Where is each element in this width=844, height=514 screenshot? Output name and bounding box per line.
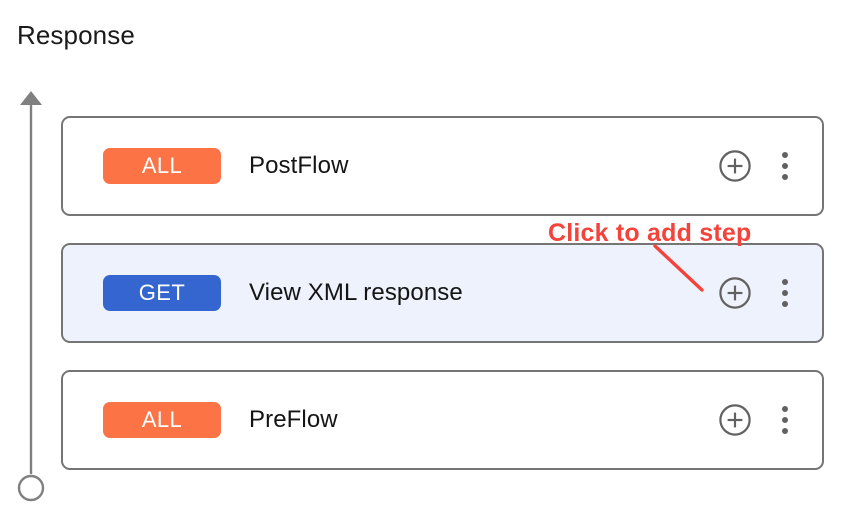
- axis-arrowhead-icon: [20, 91, 42, 105]
- flow-row-preflow[interactable]: ALL PreFlow: [61, 370, 824, 470]
- kebab-menu-icon[interactable]: [770, 276, 800, 310]
- kebab-dot: [782, 406, 788, 412]
- plus-circle-icon[interactable]: [718, 149, 752, 183]
- kebab-dot: [782, 279, 788, 285]
- kebab-dot: [782, 428, 788, 434]
- kebab-dot: [782, 163, 788, 169]
- axis-start-circle-icon: [17, 474, 45, 502]
- annotation-label: Click to add step: [548, 219, 752, 247]
- row-actions-preflow: [718, 403, 800, 437]
- row-actions-postflow: [718, 149, 800, 183]
- flow-row-label-view-xml-response: View XML response: [249, 279, 463, 306]
- kebab-dot: [782, 290, 788, 296]
- method-badge-get: GET: [103, 275, 221, 311]
- kebab-menu-icon[interactable]: [770, 403, 800, 437]
- plus-circle-icon[interactable]: [718, 276, 752, 310]
- kebab-dot: [782, 417, 788, 423]
- kebab-dot: [782, 301, 788, 307]
- row-actions-view-xml-response: [718, 276, 800, 310]
- flow-row-view-xml-response[interactable]: GET View XML response: [61, 243, 824, 343]
- flow-row-label-preflow: PreFlow: [249, 406, 338, 433]
- method-badge-all: ALL: [103, 148, 221, 184]
- page-title: Response: [17, 20, 135, 50]
- kebab-menu-icon[interactable]: [770, 149, 800, 183]
- flow-row-postflow[interactable]: ALL PostFlow: [61, 116, 824, 216]
- kebab-dot: [782, 152, 788, 158]
- flow-rows-list: ALL PostFlow GET View XML response: [61, 116, 824, 470]
- flow-direction-axis: [17, 91, 45, 502]
- method-badge-all: ALL: [103, 402, 221, 438]
- kebab-dot: [782, 174, 788, 180]
- plus-circle-icon[interactable]: [718, 403, 752, 437]
- flow-row-label-postflow: PostFlow: [249, 152, 349, 179]
